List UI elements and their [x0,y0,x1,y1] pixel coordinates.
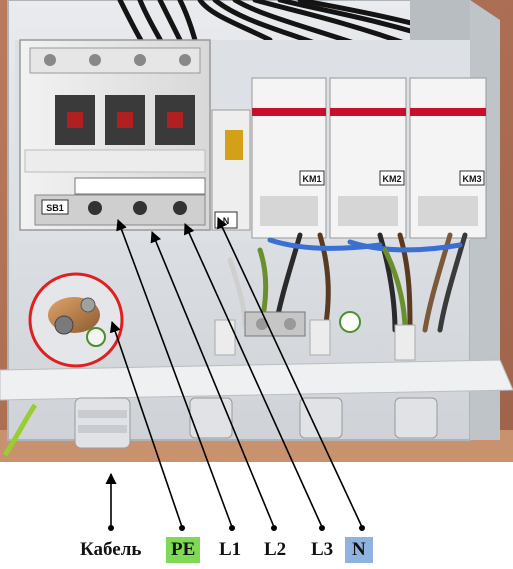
svg-text:KM2: KM2 [382,174,401,184]
sb1-mark: SB1 [46,203,64,213]
panel-photo: SB1 N KM1 KM2 KM3 [0,0,513,462]
circuit-breaker [19,39,211,231]
svg-text:KM1: KM1 [302,174,321,184]
neutral-block: N [211,109,251,231]
svg-text:KM3: KM3 [462,174,481,184]
label-l3: L3 [311,539,334,560]
label-cable: Кабель [80,539,142,560]
label-l1: L1 [219,539,242,560]
label-n: N [345,537,373,563]
contactor-km1: KM1 [251,77,327,239]
svg-text:N: N [223,216,230,226]
label-l2: L2 [264,539,287,560]
label-pe: PE [166,537,201,563]
contactor-km2: KM2 [329,77,407,239]
contactor-km3: KM3 [409,77,487,239]
